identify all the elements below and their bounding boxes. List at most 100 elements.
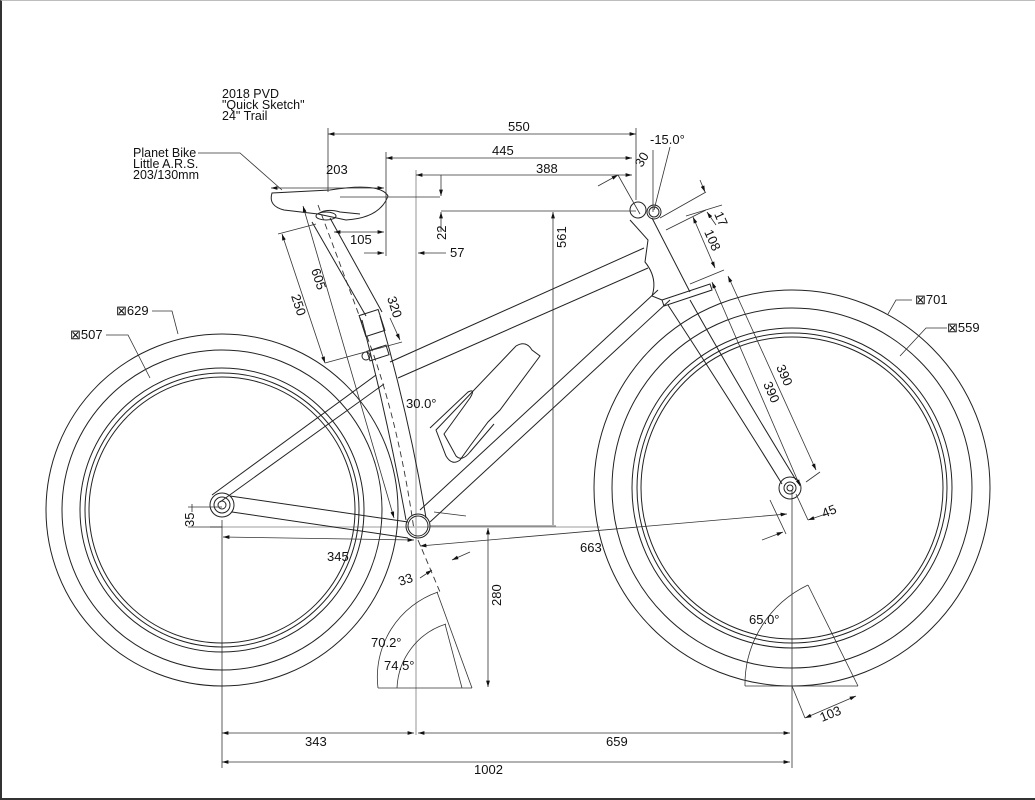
head-angle-arc xyxy=(744,584,809,687)
rear-rim-leader xyxy=(106,334,151,379)
label-stem-angle: -15.0° xyxy=(650,132,685,147)
top-tube-bottom xyxy=(397,267,649,379)
dimension-lines xyxy=(106,128,947,764)
dimension-labels: 550 445 388 203 105 57 22 561 605 250 32… xyxy=(182,119,843,777)
seat-angle-ray-2 xyxy=(444,623,463,689)
seat-angle-ray-1 xyxy=(436,591,473,689)
head-tube-left xyxy=(629,219,663,301)
label-33: 33 xyxy=(396,570,414,589)
front-axle xyxy=(786,484,794,492)
label-250: 250 xyxy=(288,292,309,317)
label-203: 203 xyxy=(326,162,348,177)
seat-angle-arc-inner xyxy=(396,623,447,689)
dim-17-top xyxy=(699,179,706,193)
saddle-note-line-2: Little A.R.S. xyxy=(133,157,198,171)
ext-17-bottom xyxy=(665,209,707,231)
ext-45 xyxy=(795,493,809,521)
diameter-icon: ⊠ xyxy=(915,292,926,307)
label-108: 108 xyxy=(701,227,724,253)
title-line-3: 24" Trail xyxy=(222,109,267,123)
label-561: 561 xyxy=(554,226,569,248)
ext-108-top xyxy=(685,204,723,217)
diameter-icon: ⊠ xyxy=(116,303,127,318)
ext-250-top xyxy=(277,223,317,235)
down-tube-bottom xyxy=(429,299,671,523)
bottle-and-cage xyxy=(429,343,541,463)
crown-race xyxy=(661,283,713,307)
wheel-labels: ⊠629 ⊠507 ⊠701 ⊠559 xyxy=(70,292,980,342)
dim-33 xyxy=(419,569,433,579)
seat-tube-centerline xyxy=(317,204,415,531)
dim-45 xyxy=(807,513,827,521)
water-bottle xyxy=(435,343,541,463)
label-35: 35 xyxy=(182,513,197,527)
label-30: 30 xyxy=(632,149,652,169)
saddle xyxy=(270,186,389,221)
rear-rim-value: 507 xyxy=(81,327,103,342)
front-tire-leader xyxy=(887,299,912,315)
label-659: 659 xyxy=(606,734,628,749)
top-tube-top xyxy=(389,247,645,363)
dim-663 xyxy=(419,512,788,548)
dim-663-tail xyxy=(761,531,784,541)
label-45: 45 xyxy=(820,501,839,520)
seat-angle-extension xyxy=(417,539,441,593)
label-343: 343 xyxy=(305,734,327,749)
front-tire-value: 701 xyxy=(926,292,948,307)
head-angle-ray xyxy=(807,584,859,687)
label-103: 103 xyxy=(818,703,844,725)
label-head-angle: 65.0° xyxy=(749,612,780,627)
dim-345 xyxy=(222,535,415,542)
bottom-bracket-inner xyxy=(407,515,429,537)
front-rim-diameter-label: ⊠559 xyxy=(947,320,980,335)
front-tire-diameter-label: ⊠701 xyxy=(915,292,948,307)
title-line-2: "Quick Sketch" xyxy=(222,98,305,112)
down-tube-top xyxy=(419,289,659,511)
bottom-bracket-shell xyxy=(405,513,431,539)
ext-30 xyxy=(617,174,641,215)
head-tube-right xyxy=(651,217,691,293)
front-rim-value: 559 xyxy=(958,320,980,335)
label-280: 280 xyxy=(489,584,504,606)
diameter-icon: ⊠ xyxy=(947,320,958,335)
bottle-cage xyxy=(429,390,495,459)
title-line-1: 2018 PVD xyxy=(222,87,279,101)
dim-605 xyxy=(302,205,395,519)
dim-320 xyxy=(389,317,401,341)
rear-dropout xyxy=(209,492,235,518)
saddle-leader xyxy=(198,152,283,191)
label-1002: 1002 xyxy=(474,762,503,777)
label-seat-angle-2: 74.5° xyxy=(384,658,415,673)
label-445: 445 xyxy=(492,143,514,158)
rear-wheel xyxy=(45,333,399,687)
label-57: 57 xyxy=(450,245,464,260)
rear-tire-diameter-label: ⊠629 xyxy=(116,303,149,318)
saddle-note-line-1: Planet Bike xyxy=(133,146,196,160)
rear-tire-value: 629 xyxy=(127,303,149,318)
rear-rim-diameter-label: ⊠507 xyxy=(70,327,103,342)
seat-angle-arc-outer xyxy=(376,591,439,689)
dim-30-arrow xyxy=(597,174,619,187)
label-550: 550 xyxy=(508,119,530,134)
ext-108-bottom xyxy=(689,269,725,285)
chainstay-bottom xyxy=(231,511,409,539)
seatstay-bottom xyxy=(219,383,385,503)
title-block: 2018 PVD "Quick Sketch" 24" Trail xyxy=(222,87,305,123)
rear-axle xyxy=(217,500,227,510)
ext-663-right xyxy=(769,499,787,535)
trail-ext-1 xyxy=(791,685,806,719)
label-663: 663 xyxy=(580,540,602,555)
label-22: 22 xyxy=(434,226,449,240)
saddle-shell xyxy=(270,186,389,221)
seat-tube-left xyxy=(361,319,407,521)
diameter-icon: ⊠ xyxy=(70,327,81,342)
angle-construction xyxy=(376,539,859,719)
dim-bb-arrow xyxy=(451,551,471,561)
reference-lines xyxy=(210,170,793,768)
rear-hub xyxy=(213,496,231,514)
label-388: 388 xyxy=(536,161,558,176)
trail-dimension-line xyxy=(804,695,857,719)
ext-390-bottom xyxy=(805,471,821,483)
rear-tire-leader xyxy=(152,310,179,335)
